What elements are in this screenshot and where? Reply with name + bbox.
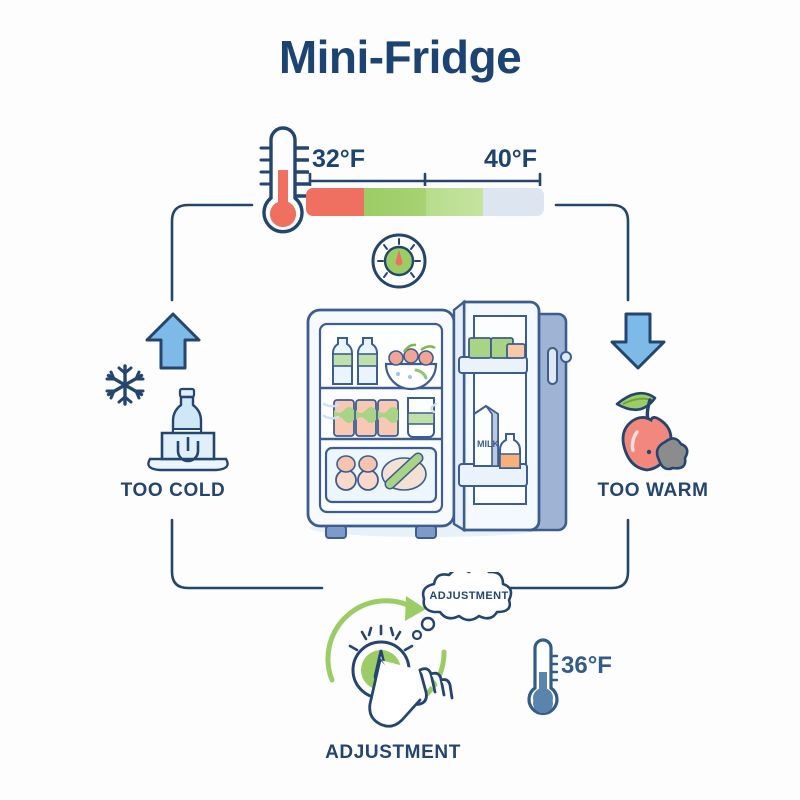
scale-high-label: 40°F	[484, 145, 538, 173]
arrow-up-icon	[145, 312, 201, 370]
middle-shelf-items	[322, 397, 438, 438]
cucumber	[386, 454, 422, 488]
frozen-bottle-in-ice-icon	[147, 387, 229, 472]
svg-text:MILK: MILK	[477, 439, 499, 449]
snowflake-icon	[105, 364, 145, 406]
top-shelf-items	[332, 337, 438, 391]
ideal-band	[364, 188, 426, 216]
door-bottom-shelf: MILK	[458, 404, 528, 487]
page-title: Mini-Fridge	[278, 31, 522, 83]
thought-bubble	[412, 572, 513, 641]
temperature-band-bar	[306, 188, 544, 216]
acceptable-band	[426, 188, 483, 216]
target-thermometer-icon	[527, 638, 559, 716]
dial-gauge-icon	[371, 233, 427, 289]
adjustment-dial-icon	[348, 624, 454, 728]
scale-ruler	[308, 172, 542, 186]
too-warm-label: TOO WARM	[597, 480, 709, 501]
too-cold-band	[306, 188, 364, 216]
hand-pointer-icon	[368, 658, 454, 728]
too-warm-band	[483, 188, 544, 216]
scale-low-label: 32°F	[312, 145, 366, 173]
arrow-down-icon	[610, 312, 666, 370]
spoiled-apple-icon	[615, 391, 689, 472]
door-top-shelf	[458, 337, 528, 374]
target-temperature-value: 36°F	[561, 652, 612, 679]
mini-fridge-illustration: MILK	[306, 299, 572, 539]
bottom-drawer	[324, 446, 438, 504]
too-cold-label: TOO COLD	[120, 480, 226, 501]
thought-bubble-text: ADJUSTMENT	[429, 590, 509, 602]
adjustment-label: ADJUSTMENT	[325, 742, 461, 763]
thermometer-icon	[259, 126, 309, 234]
